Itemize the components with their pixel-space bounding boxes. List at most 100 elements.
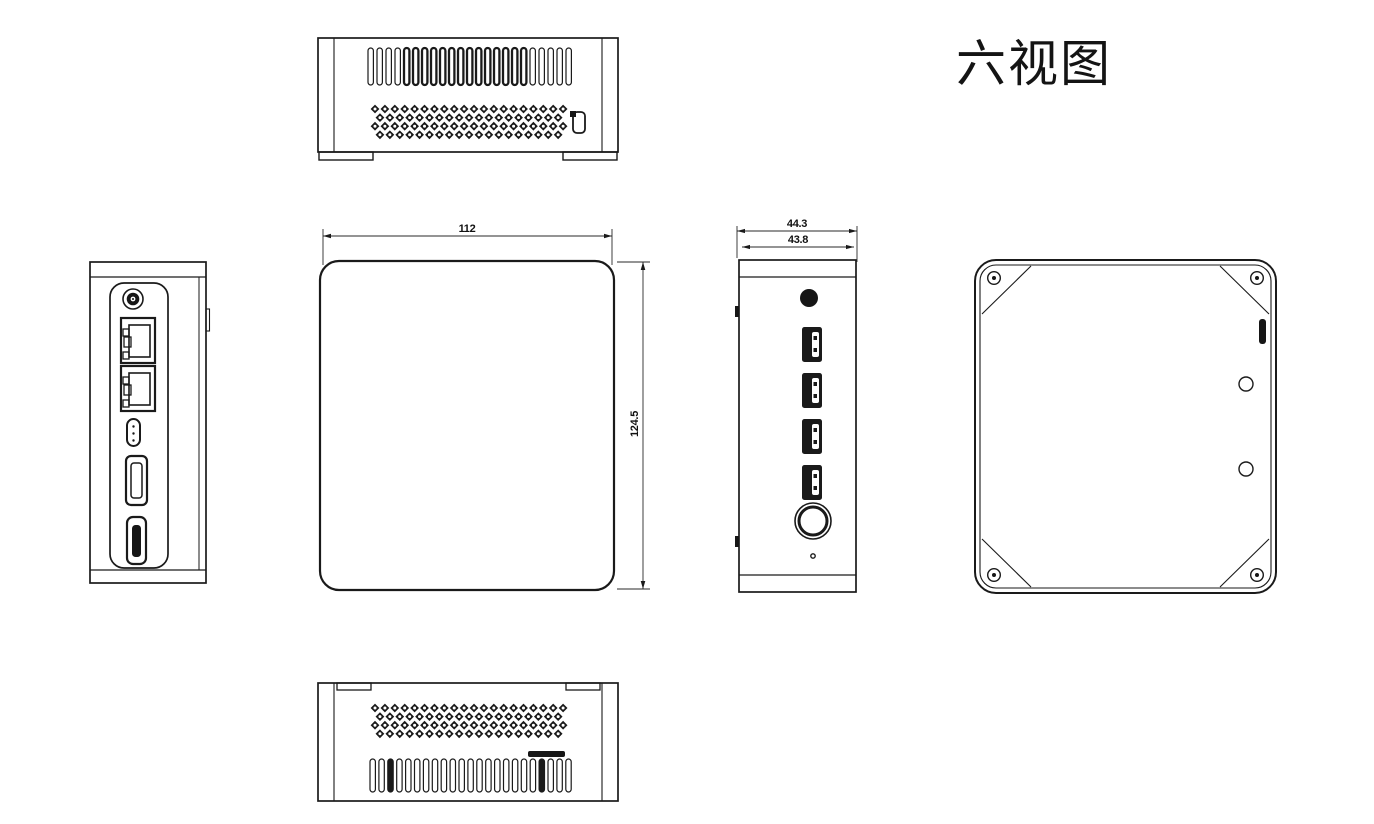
- vent-slot: [556, 47, 564, 86]
- vent-slot: [502, 758, 510, 793]
- mesh-hole-center: [541, 723, 545, 727]
- mesh-hole-center: [556, 732, 560, 736]
- mesh-hole-center: [526, 732, 530, 736]
- vent-slot: [378, 758, 385, 793]
- ethernet-rj45-port-2-icon: [119, 364, 157, 413]
- mesh-hole-center: [546, 116, 550, 120]
- vent-slot: [411, 46, 420, 87]
- mesh-hole-center: [512, 723, 516, 727]
- rear-vent-slot-row: [367, 46, 573, 87]
- ethernet-rj45-port-1-icon: [119, 316, 157, 365]
- mesh-hole-center: [383, 124, 387, 128]
- mesh-hole-center: [492, 706, 496, 710]
- audio-jack-icon: [800, 289, 818, 307]
- mesh-hole-center: [388, 116, 392, 120]
- view-base-plate: [974, 259, 1277, 594]
- mount-hole-lower: [1238, 461, 1254, 477]
- mesh-hole-center: [457, 732, 461, 736]
- tab-left: [336, 682, 372, 691]
- mesh-hole-center: [517, 133, 521, 137]
- mesh-hole-center: [526, 715, 530, 719]
- dimension-front-outer-44-3: 44.3: [736, 218, 858, 262]
- mesh-hole-center: [432, 107, 436, 111]
- mesh-hole-center: [418, 133, 422, 137]
- front-edge-tab-bottom: [735, 536, 739, 547]
- vent-slot: [510, 46, 519, 87]
- mesh-hole-center: [423, 124, 426, 128]
- mesh-hole-center: [546, 715, 550, 719]
- vent-slot: [483, 46, 492, 87]
- vent-slot: [465, 46, 474, 87]
- mesh-hole-center: [522, 706, 525, 710]
- mesh-hole-center: [388, 732, 392, 736]
- vent-slot: [501, 46, 510, 87]
- mesh-hole-center: [413, 124, 417, 128]
- edge-notch: [1259, 319, 1266, 344]
- mesh-hole-center: [447, 732, 451, 736]
- corner-screw-br-icon: [1249, 568, 1264, 583]
- mesh-hole-center: [551, 706, 555, 710]
- mesh-hole-center: [472, 124, 476, 128]
- mesh-hole-center: [398, 715, 402, 719]
- mesh-hole-center: [442, 706, 446, 710]
- mesh-hole-center: [432, 124, 436, 128]
- tab-right: [565, 682, 601, 691]
- vent-slot: [520, 758, 528, 793]
- bottom-outline: [317, 682, 619, 802]
- mesh-hole-center: [447, 133, 451, 137]
- mesh-hole-center: [457, 133, 461, 137]
- mesh-hole-center: [413, 706, 417, 710]
- vent-slot: [431, 758, 439, 793]
- mesh-hole-center: [531, 723, 535, 727]
- mesh-hole-center: [492, 723, 496, 727]
- mesh-hole-center: [383, 706, 387, 710]
- vent-slot: [413, 758, 421, 793]
- mesh-hole-center: [561, 107, 565, 111]
- mesh-hole-center: [467, 715, 471, 719]
- mesh-hole-center: [437, 732, 441, 736]
- bottom-vent-slot-row: [369, 758, 572, 793]
- usb-pin: [813, 486, 817, 490]
- mesh-hole-center: [522, 124, 525, 128]
- mesh-hole-center: [467, 116, 471, 120]
- vent-slot: [438, 46, 447, 87]
- mesh-hole-center: [378, 715, 382, 719]
- mesh-hole-center: [437, 133, 441, 137]
- mesh-hole-center: [492, 124, 496, 128]
- mesh-hole-center: [452, 706, 456, 710]
- usb-tongue: [812, 424, 819, 449]
- mesh-hole-center: [418, 715, 422, 719]
- mesh-hole-center: [427, 116, 431, 120]
- io-port-panel: [109, 282, 169, 569]
- vent-slot: [456, 46, 465, 87]
- mesh-hole-center: [403, 107, 407, 111]
- mesh-hole-center: [393, 723, 397, 727]
- mesh-hole-center: [497, 715, 501, 719]
- mesh-hole-center: [388, 133, 392, 137]
- vent-slot: [387, 758, 394, 793]
- hdmi-port-icon: [125, 515, 148, 566]
- mesh-hole-center: [472, 706, 476, 710]
- mesh-hole-center: [423, 107, 426, 111]
- mesh-hole-center: [517, 715, 521, 719]
- mesh-hole-center: [378, 732, 382, 736]
- mesh-hole-center: [561, 723, 565, 727]
- bottom-mesh-grille: [370, 703, 568, 739]
- kensington-lock-slot: [572, 111, 586, 134]
- mesh-hole-center: [472, 723, 476, 727]
- drawing-title: 六视图: [956, 36, 1112, 92]
- vent-slot: [476, 758, 483, 793]
- mesh-hole-center: [536, 732, 540, 736]
- mesh-hole-center: [398, 116, 402, 120]
- mesh-hole-center: [403, 723, 407, 727]
- vent-slot: [485, 758, 492, 793]
- vent-slot: [369, 758, 377, 793]
- vent-slot: [494, 758, 501, 793]
- view-bottom-exhaust: [317, 682, 619, 802]
- mesh-hole-center: [467, 732, 471, 736]
- mesh-hole-center: [541, 107, 545, 111]
- mesh-hole-center: [556, 133, 560, 137]
- mesh-hole-center: [551, 723, 555, 727]
